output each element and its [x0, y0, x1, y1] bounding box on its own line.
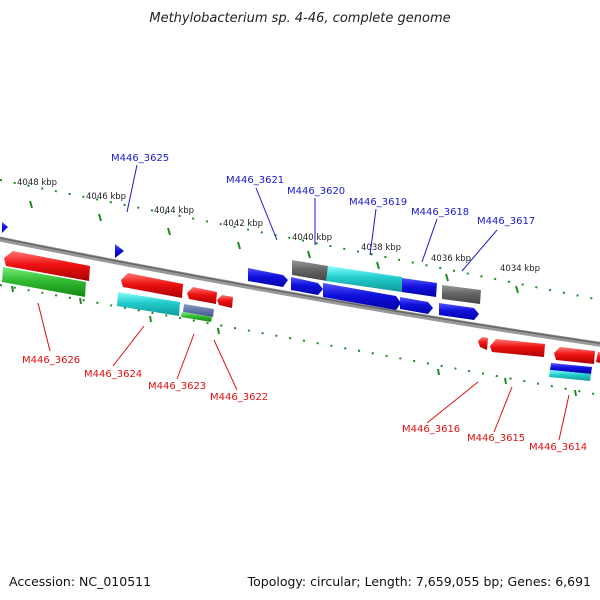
gene-feature[interactable] [187, 287, 217, 304]
gene-feature-selected[interactable] [326, 266, 402, 292]
gene-label-m446-3625[interactable]: M446_3625 [111, 153, 169, 164]
gene-feature[interactable] [478, 337, 488, 350]
direction-marker-icon [115, 244, 124, 258]
forward-strand-genes [248, 260, 481, 320]
gene-feature[interactable] [490, 339, 545, 357]
reverse-strand-genes [2, 251, 600, 381]
gene-feature[interactable] [549, 370, 591, 381]
genome-backbone [0, 236, 600, 347]
topology-text: Topology: circular; Length: 7,659,055 bp… [247, 574, 591, 589]
gene-feature[interactable] [117, 292, 180, 316]
gene-feature[interactable] [554, 347, 595, 364]
gene-label-m446-3618[interactable]: M446_3618 [411, 207, 469, 218]
gene-feature[interactable] [217, 295, 233, 308]
gene-label-m446-3616[interactable]: M446_3616 [402, 424, 460, 435]
gene-feature[interactable] [121, 273, 183, 298]
gene-label-m446-3615[interactable]: M446_3615 [467, 433, 525, 444]
kbp-label-4040: 4040 kbp [292, 233, 332, 243]
kbp-label-4048: 4048 kbp [17, 178, 57, 188]
genome-backbone-edge [0, 237, 600, 345]
gene-label-m446-3617[interactable]: M446_3617 [477, 216, 535, 227]
reverse-callouts [37, 302, 570, 441]
gene-feature[interactable] [4, 251, 90, 281]
inner-scale-track [0, 284, 600, 397]
gene-label-m446-3623[interactable]: M446_3623 [148, 381, 206, 392]
accession-text: Accession: NC_010511 [9, 574, 151, 589]
gene-feature[interactable] [2, 267, 86, 297]
gene-feature[interactable] [323, 283, 401, 310]
gene-feature[interactable] [291, 277, 323, 295]
gene-feature[interactable] [292, 260, 328, 281]
gene-feature[interactable] [402, 278, 437, 297]
gene-label-m446-3620[interactable]: M446_3620 [287, 186, 345, 197]
gene-feature[interactable] [596, 352, 600, 364]
reverse-gene-labels: M446_3626 M446_3624 M446_3623 M446_3622 … [22, 355, 587, 453]
gene-label-m446-3622[interactable]: M446_3622 [210, 392, 268, 403]
gene-label-m446-3624[interactable]: M446_3624 [84, 369, 142, 380]
kbp-label-4034: 4034 kbp [500, 264, 540, 274]
gene-feature[interactable] [183, 304, 214, 317]
gene-feature[interactable] [400, 297, 433, 314]
kbp-label-4038: 4038 kbp [361, 243, 401, 253]
kbp-label-4044: 4044 kbp [154, 206, 194, 216]
gene-feature[interactable] [248, 268, 288, 287]
forward-gene-labels: M446_3625 M446_3621 M446_3620 M446_3619 … [111, 153, 535, 227]
outer-scale-track [0, 179, 600, 301]
forward-callouts [126, 164, 498, 272]
gene-label-m446-3614[interactable]: M446_3614 [529, 442, 587, 453]
direction-marker-icon [2, 222, 8, 233]
gene-label-m446-3621[interactable]: M446_3621 [226, 175, 284, 186]
kbp-labels: 4048 kbp 4046 kbp 4044 kbp 4042 kbp 4040… [17, 178, 540, 274]
gene-feature[interactable] [439, 303, 479, 320]
gene-feature[interactable] [442, 285, 481, 304]
gene-feature[interactable] [550, 363, 592, 374]
gene-label-m446-3626[interactable]: M446_3626 [22, 355, 80, 366]
kbp-label-4036: 4036 kbp [431, 254, 471, 264]
kbp-label-4046: 4046 kbp [86, 192, 126, 202]
kbp-label-4042: 4042 kbp [223, 219, 263, 229]
gene-feature[interactable] [181, 312, 212, 322]
gene-label-m446-3619[interactable]: M446_3619 [349, 197, 407, 208]
genome-title: Methylobacterium sp. 4-46, complete geno… [149, 11, 450, 26]
